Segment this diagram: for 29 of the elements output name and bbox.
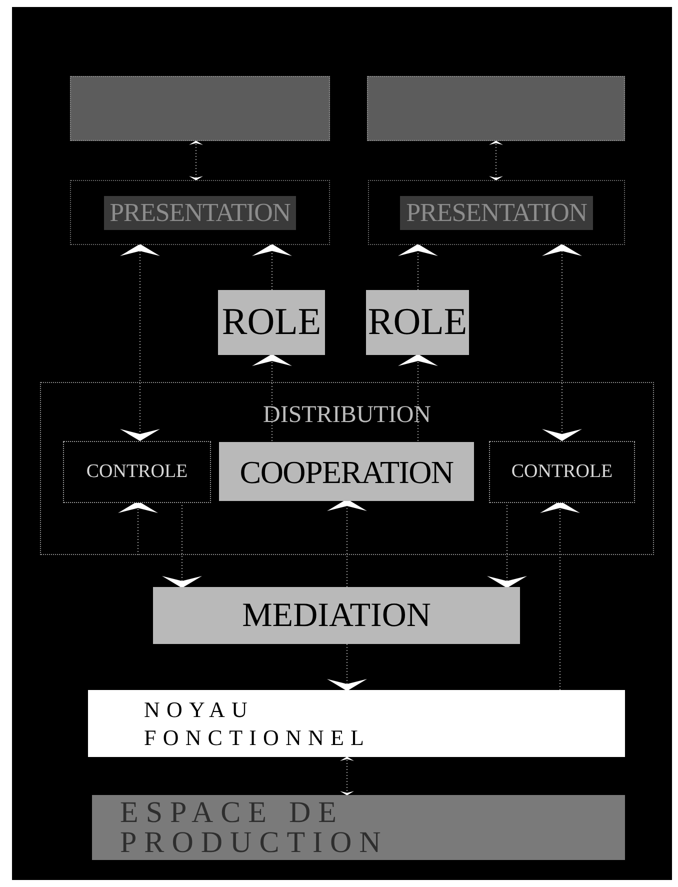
control-box: CONTROLE — [63, 441, 211, 503]
arrow — [189, 140, 203, 180]
arrow — [118, 501, 158, 556]
production-space-box: ESPACE DE PRODUCTION — [92, 795, 625, 860]
role-box: ROLE — [366, 290, 469, 355]
role-box: ROLE — [218, 290, 325, 355]
presentation-label: PRESENTATION — [400, 196, 593, 230]
arrow — [540, 501, 580, 690]
arrow — [252, 244, 292, 290]
distribution-frame — [40, 382, 654, 555]
arrow — [120, 244, 160, 441]
arrow — [398, 354, 438, 442]
arrow — [542, 244, 582, 441]
empty-box — [367, 76, 625, 141]
arrow — [340, 756, 354, 796]
presentation-frame — [368, 180, 625, 245]
arrow — [252, 354, 292, 442]
empty-box — [70, 76, 330, 141]
distribution-label: DISTRIBUTION — [262, 401, 432, 430]
functional-core-box: NOYAU FONCTIONNEL — [88, 690, 625, 757]
presentation-frame — [70, 180, 330, 245]
control-box: CONTROLE — [489, 441, 635, 503]
arrow — [398, 244, 438, 290]
mediation-box: MEDIATION — [153, 587, 520, 644]
arrow — [489, 140, 503, 180]
arrow — [327, 644, 367, 691]
presentation-label: PRESENTATION — [104, 196, 296, 230]
cooperation-box: COOPERATION — [219, 442, 474, 501]
arrow — [327, 499, 367, 588]
